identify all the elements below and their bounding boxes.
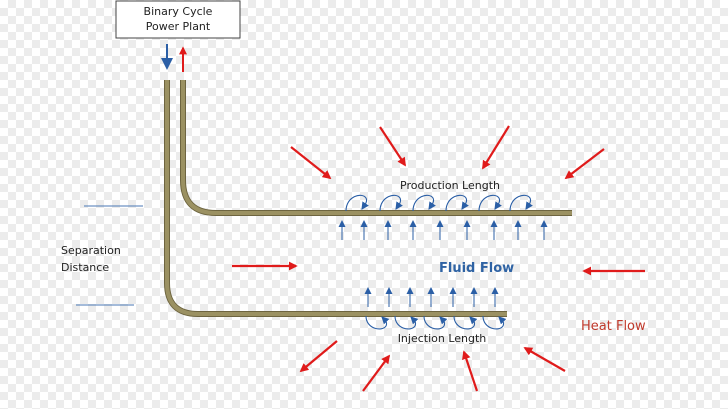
heat-arrow-icon: [462, 350, 479, 392]
swirl-icon: [345, 194, 369, 212]
swirl-icon: [394, 315, 419, 330]
separation-label-line2: Distance: [61, 261, 109, 274]
production-length-label: Production Length: [400, 179, 500, 192]
production-swirls: [345, 194, 533, 212]
swirl-icon: [482, 315, 507, 330]
swirl-icon: [478, 194, 502, 212]
heat-arrow-icon: [379, 126, 406, 167]
injection-pipe: [164, 80, 507, 317]
separation-label-line1: Separation: [61, 244, 121, 257]
injection-length-label: Injection Length: [398, 332, 487, 345]
plant-label-line1: Binary Cycle: [144, 5, 213, 18]
swirl-icon: [412, 194, 436, 212]
heat-arrow-icon: [299, 340, 338, 373]
swirl-icon: [379, 194, 403, 212]
heat-arrow-icon: [290, 146, 332, 180]
production-pipe: [180, 80, 572, 216]
heat-arrow-icon: [482, 125, 510, 170]
swirl-icon: [453, 315, 478, 330]
heat-flow-label: Heat Flow: [581, 319, 646, 334]
swirl-icon: [365, 315, 390, 330]
fluid-up-arrows: [338, 220, 548, 240]
fluid-flow-label: Fluid Flow: [439, 261, 514, 276]
power-plant-box: Binary Cycle Power Plant: [115, 0, 241, 39]
injection-up-arrows: [364, 287, 499, 307]
injection-swirls: [365, 315, 507, 330]
swirl-icon: [423, 315, 448, 330]
heat-arrow-icon: [564, 148, 605, 180]
swirl-icon: [445, 194, 469, 212]
heat-arrow-icon: [523, 347, 566, 372]
swirl-icon: [509, 194, 533, 212]
plant-label-line2: Power Plant: [146, 20, 211, 33]
heat-arrows: [232, 125, 645, 392]
heat-arrow-icon: [362, 354, 391, 392]
